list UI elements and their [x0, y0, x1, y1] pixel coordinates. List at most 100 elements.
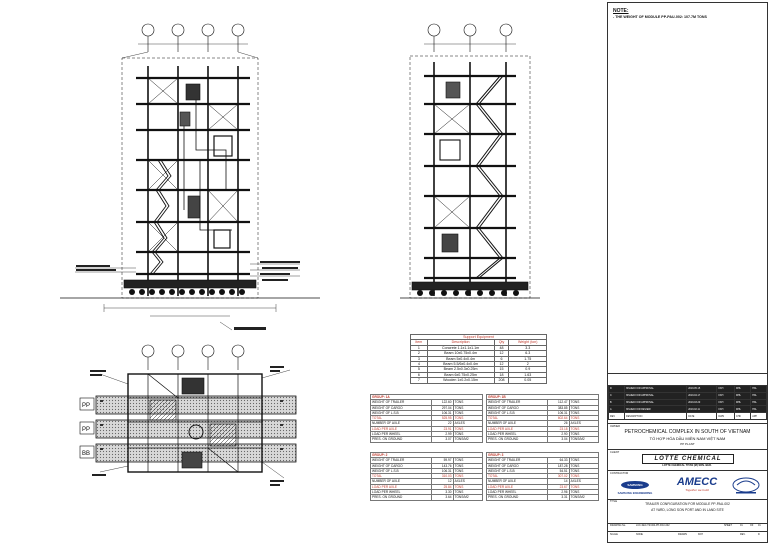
cell: PRES. ON GROUND — [370, 436, 432, 443]
svg-text:PP: PP — [82, 403, 90, 409]
cell: PRES. ON GROUND — [486, 436, 548, 443]
support-header-qty: Qty — [493, 339, 510, 346]
cell: 2019.02.11 — [686, 405, 718, 414]
cell: 2019.05.15 — [686, 385, 718, 393]
drawing-title-line-2: AT YARD, LONG SON PORT AND IN LAND SITE — [651, 508, 724, 512]
sheet-total: 01 — [758, 524, 761, 527]
cell: MHL — [733, 391, 752, 400]
project-line-3: PP PLANT — [680, 442, 695, 446]
cell: KKH — [716, 391, 735, 400]
drawing-no-value: LCC-SEC-TR-004-PP-PAU-002 — [636, 524, 670, 527]
divider — [608, 531, 767, 532]
cell: B — [608, 398, 625, 407]
drawn-label: DRAWN — [678, 533, 687, 536]
cell: HKL — [750, 405, 767, 414]
divider — [608, 523, 767, 524]
cell: C — [608, 391, 625, 400]
cell: Wooden 1x0.2x0.15m — [426, 377, 495, 384]
elevation-view-left — [60, 23, 320, 331]
title-label: TITLE — [610, 500, 618, 503]
cell: ISSUED FOR APPROVAL — [623, 391, 688, 400]
cell: 48 — [493, 344, 510, 352]
owner-label: OWNER — [610, 425, 620, 428]
cell: MHL — [733, 398, 752, 407]
cell: 2019.03.20 — [686, 398, 718, 407]
support-table-caption: Support Equipment — [410, 333, 547, 341]
cell: HKL — [750, 385, 767, 393]
drawn-value: KKH — [698, 533, 703, 536]
cell: TONS/M2 — [452, 436, 484, 443]
rev-label: REV. — [740, 533, 746, 536]
divider — [608, 499, 767, 500]
samsung-name: SAMSUNG — [621, 481, 649, 489]
cell: REV — [608, 412, 625, 420]
svg-text:PP: PP — [82, 427, 90, 433]
cell: DESCRIPTION — [623, 412, 688, 420]
cell: MHL — [733, 405, 752, 414]
divider — [608, 449, 767, 450]
cell: 208 — [493, 377, 510, 384]
cell: 12 — [493, 360, 510, 368]
cell: ISSUED FOR APPROVAL — [623, 385, 688, 393]
grid-bubbles-left — [138, 23, 248, 52]
sheet-value: 01 — [740, 524, 743, 527]
grid-bubbles-plan — [141, 344, 245, 370]
cell: MHL — [733, 385, 752, 393]
support-equipment-table: Support Equipment Item Description Qty W… — [410, 333, 547, 384]
cell: KKH — [716, 398, 735, 407]
divider — [608, 470, 767, 471]
cell: TONS/M2 — [568, 494, 600, 501]
rev-value: D — [758, 533, 760, 536]
cell: 15 — [493, 366, 510, 373]
sheet-of-label: OF — [750, 524, 754, 527]
cell: APP — [750, 412, 767, 420]
cell: 6 — [493, 355, 510, 363]
cell: 1.75 — [508, 355, 547, 363]
samsung-sub: SAMSUNG ENGINEERING — [617, 491, 653, 495]
partner-logo-icon — [732, 477, 760, 494]
samsung-logo: SAMSUNG SAMSUNG ENGINEERING — [613, 481, 657, 495]
cell: 3.31 — [546, 494, 570, 501]
cell: HKL — [750, 398, 767, 407]
amecc-name: AMECC — [676, 476, 718, 488]
plan-view: PP PP BB — [79, 344, 297, 486]
drawing-title-line-1: TRAILER CONFIGURATION FOR MODULE PP-PAU-… — [645, 502, 730, 506]
cell: 0.05 — [508, 377, 547, 384]
divider — [608, 423, 767, 424]
cell: TONS/M2 — [452, 494, 484, 501]
cell: ISSUED FOR REVIEW — [623, 405, 688, 414]
cell: D — [608, 385, 625, 393]
cell: DATE — [686, 412, 718, 420]
cell: CHK — [733, 412, 752, 420]
cell: 7 — [410, 377, 428, 384]
title-block: NOTE: - THE WEIGHT OF MODULE PP-PAU-002:… — [607, 2, 768, 543]
cell: 6.3 — [508, 350, 547, 357]
cell: 2 — [508, 360, 547, 368]
cell: 3.64 — [430, 494, 454, 501]
cell: KKH — [716, 385, 735, 393]
project-line-1: PETROCHEMICAL COMPLEX IN SOUTH OF VIETNA… — [624, 429, 751, 435]
amecc-sub: Together we build — [685, 488, 709, 492]
cell: A — [608, 405, 625, 414]
cell: 18 — [493, 371, 510, 379]
